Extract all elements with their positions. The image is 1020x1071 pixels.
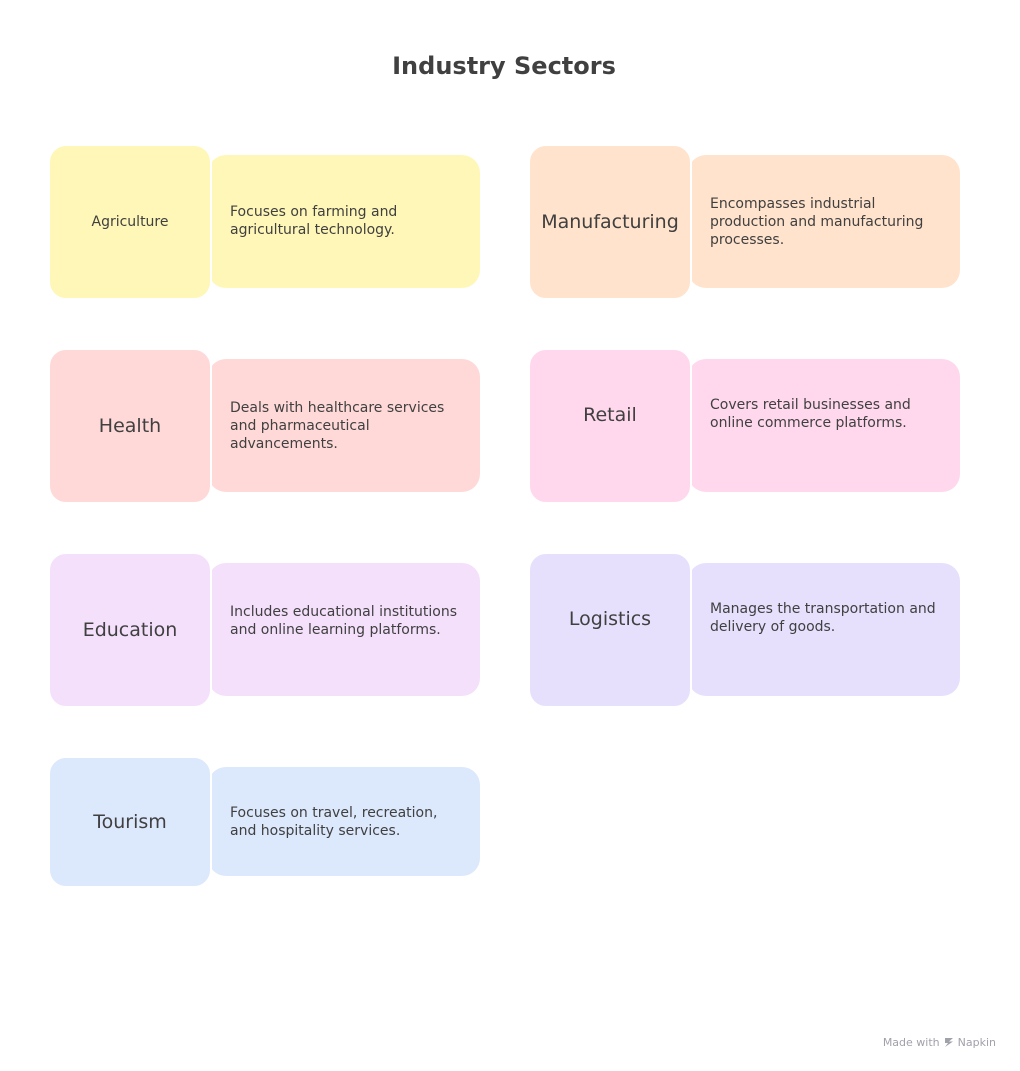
sector-card-tourism: Tourism Focuses on travel, recreation, a… [48,756,480,888]
sector-card-agriculture: Agriculture Focuses on farming and agric… [48,144,480,300]
footer-prefix: Made with [882,1036,940,1049]
sector-name: Health [98,415,162,437]
sector-label-manufacturing: Manufacturing [528,144,692,300]
sector-name: Tourism [93,811,167,833]
sector-description-text: Manages the transportation and delivery … [710,601,936,635]
sector-label-health: Health [48,348,212,504]
napkin-logo-icon [944,1037,954,1048]
sector-description-tourism: Focuses on travel, recreation, and hospi… [208,767,480,876]
sector-label-logistics: Logistics [528,552,692,708]
sector-description-text: Includes educational institutions and on… [230,604,458,638]
sector-card-logistics: Logistics Manages the transportation and… [528,552,960,708]
sector-name: Retail [583,404,637,426]
sector-name: Logistics [568,608,652,630]
napkin-watermark: Made with Napkin [883,1036,996,1049]
sector-description-education: Includes educational institutions and on… [208,563,480,696]
sector-description-logistics: Manages the transportation and delivery … [688,563,960,696]
sector-description-text: Covers retail businesses and online comm… [710,397,911,431]
sector-label-retail: Retail [528,348,692,504]
footer-brand: Napkin [957,1036,996,1049]
sector-card-manufacturing: Manufacturing Encompasses industrial pro… [528,144,960,300]
sector-name: Manufacturing [541,211,679,233]
sector-description-agriculture: Focuses on farming and agricultural tech… [208,155,480,288]
sector-card-retail: Retail Covers retail businesses and onli… [528,348,960,504]
sector-description-text: Encompasses industrial production and ma… [710,196,924,248]
sector-card-education: Education Includes educational instituti… [48,552,480,708]
sector-description-manufacturing: Encompasses industrial production and ma… [688,155,960,288]
sector-label-tourism: Tourism [48,756,212,888]
sector-label-education: Education [48,552,212,708]
sector-label-agriculture: Agriculture [48,144,212,300]
sector-description-text: Deals with healthcare services and pharm… [230,400,445,452]
sector-description-retail: Covers retail businesses and online comm… [688,359,960,492]
sector-name: Education [82,619,178,641]
sector-description-text: Focuses on farming and agricultural tech… [230,204,398,238]
sector-name: Agriculture [91,214,169,230]
page-title: Industry Sectors [392,52,616,80]
sector-card-health: Health Deals with healthcare services an… [48,348,480,504]
sector-description-text: Focuses on travel, recreation, and hospi… [230,805,438,839]
sector-description-health: Deals with healthcare services and pharm… [208,359,480,492]
